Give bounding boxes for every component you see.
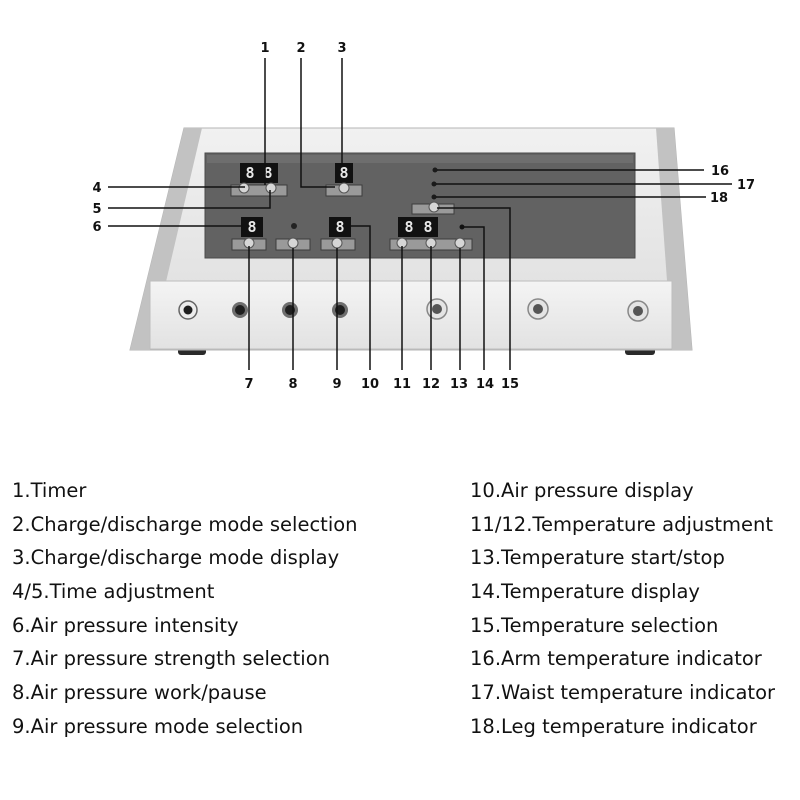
- leader-lines: [108, 58, 732, 370]
- leader-line-2: [300, 58, 335, 188]
- legend-left-column: 1.Timer 2.Charge/discharge mode selectio…: [12, 474, 358, 744]
- waist-indicator-light: [431, 181, 437, 187]
- callout-10: 10: [361, 377, 379, 392]
- callout-2: 2: [296, 41, 305, 56]
- callout-8: 8: [288, 377, 297, 392]
- legend-item-13: 13.Temperature start/stop: [470, 546, 725, 570]
- air-pressure-display: [329, 217, 351, 237]
- work-pause-indicator: [291, 223, 297, 229]
- front-port-strip: [149, 280, 673, 350]
- air-pressure-digit: 8: [335, 218, 344, 236]
- legend-item-1: 1.Timer: [12, 479, 87, 502]
- timer-digit-2: 8: [263, 164, 272, 182]
- mode-select-button[interactable]: [338, 182, 350, 194]
- legend-item-3: 3.Charge/discharge mode display: [12, 546, 340, 570]
- temperature-digit-1: 8: [404, 218, 413, 236]
- temperature-display-indicator: [459, 224, 465, 230]
- air-mode-button[interactable]: [331, 237, 343, 249]
- arm-indicator-light: [432, 167, 438, 173]
- callout-6: 6: [92, 220, 101, 235]
- control-panel-highlight: [207, 155, 633, 163]
- callout-15: 15: [501, 377, 519, 392]
- work-pause-button[interactable]: [287, 237, 299, 249]
- callout-13: 13: [450, 377, 468, 392]
- callout-9: 9: [332, 377, 341, 392]
- callout-7: 7: [244, 377, 253, 392]
- callout-14: 14: [476, 377, 494, 392]
- intensity-digit: 8: [247, 218, 256, 236]
- callout-17: 17: [737, 178, 755, 193]
- callout-3: 3: [337, 41, 346, 56]
- legend-item-16: 16.Arm temperature indicator: [470, 647, 762, 671]
- timer-display: [240, 163, 278, 183]
- legend-right-column: 10.Air pressure display 11/12.Temperatur…: [470, 474, 775, 744]
- temperature-start-stop-button[interactable]: [454, 237, 466, 249]
- timer-digit-1: 8: [245, 164, 254, 182]
- legend-item-11-12: 11/12.Temperature adjustment: [470, 512, 774, 536]
- device-left-side: [130, 128, 202, 350]
- legend-item-8: 8.Air pressure work/pause: [12, 681, 267, 705]
- leader-line-5: [108, 190, 271, 209]
- legend-item-7: 7.Air pressure strength selection: [12, 647, 330, 671]
- callout-1: 1: [260, 41, 269, 56]
- front-ports: [178, 298, 649, 322]
- callout-11: 11: [393, 377, 411, 392]
- callout-5: 5: [92, 202, 101, 217]
- callout-labels: 1 2 3 4 5 6 7 8 9 10 11 12 13 14 15 16 1…: [92, 41, 755, 392]
- air-port-2: [232, 302, 248, 318]
- callout-18: 18: [710, 191, 728, 206]
- leader-line-14: [464, 226, 485, 370]
- temperature-digit-2: 8: [423, 218, 432, 236]
- legend-item-15: 15.Temperature selection: [470, 613, 719, 637]
- legend-item-10: 10.Air pressure display: [470, 479, 694, 502]
- callout-12: 12: [422, 377, 440, 392]
- temperature-display: [398, 217, 438, 237]
- air-port-1: [178, 300, 198, 320]
- leader-line-15: [437, 207, 511, 370]
- panel-controls: 8 8 8 8 8 8 8: [230, 163, 473, 251]
- callout-16: 16: [711, 164, 729, 179]
- legend-item-6: 6.Air pressure intensity: [12, 613, 239, 637]
- timer-button-strip: [230, 184, 288, 197]
- time-down-button[interactable]: [265, 182, 277, 194]
- legend-item-18: 18.Leg temperature indicator: [470, 714, 757, 738]
- leg-indicator-light: [431, 194, 437, 200]
- mode-display: [335, 163, 353, 183]
- air-port-3: [282, 302, 298, 318]
- heater-socket-waist: [527, 298, 549, 320]
- legend-item-17: 17.Waist temperature indicator: [470, 681, 776, 705]
- heater-socket-leg: [627, 300, 649, 322]
- temperature-select-button[interactable]: [428, 201, 440, 213]
- time-up-button[interactable]: [238, 182, 250, 194]
- legend-item-9: 9.Air pressure mode selection: [12, 714, 304, 738]
- legend-item-2: 2.Charge/discharge mode selection: [12, 512, 358, 536]
- intensity-display: [241, 217, 263, 237]
- legend-item-14: 14.Temperature display: [470, 580, 700, 604]
- device-diagram: 8 8 8 8 8 8 8: [92, 41, 755, 392]
- heater-socket-arm: [426, 298, 448, 320]
- legend-item-4-5: 4/5.Time adjustment: [12, 580, 215, 604]
- mode-digit: 8: [339, 164, 348, 182]
- callout-4: 4: [92, 181, 101, 196]
- air-port-4: [332, 302, 348, 318]
- leader-line-10: [350, 225, 371, 370]
